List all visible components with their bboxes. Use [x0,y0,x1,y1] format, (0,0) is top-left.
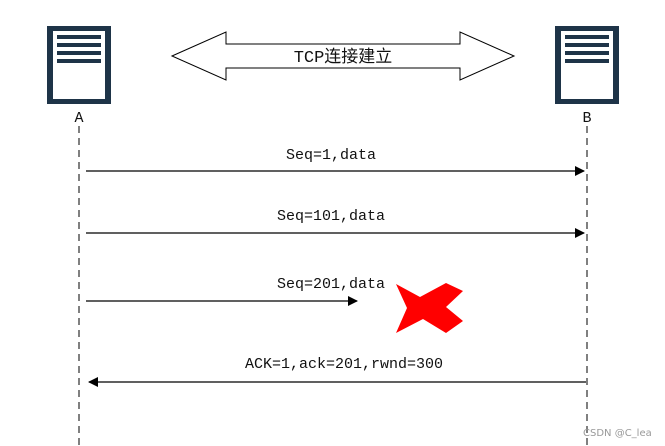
lost-packet-x-icon [396,283,463,333]
host-b-label: B [582,110,591,127]
message-1-label: Seq=1,data [286,147,376,164]
banner-text: TCP连接建立 [294,47,393,68]
host-b-document-icon [555,26,619,104]
host-a-label: A [74,110,83,127]
host-a-document-icon [47,26,111,104]
watermark: CSDN @C_lea [583,428,652,439]
message-4-label: ACK=1,ack=201,rwnd=300 [245,356,443,373]
message-2-label: Seq=101,data [277,208,385,225]
message-3-label: Seq=201,data [277,276,385,293]
connection-banner: TCP连接建立 [170,31,516,81]
